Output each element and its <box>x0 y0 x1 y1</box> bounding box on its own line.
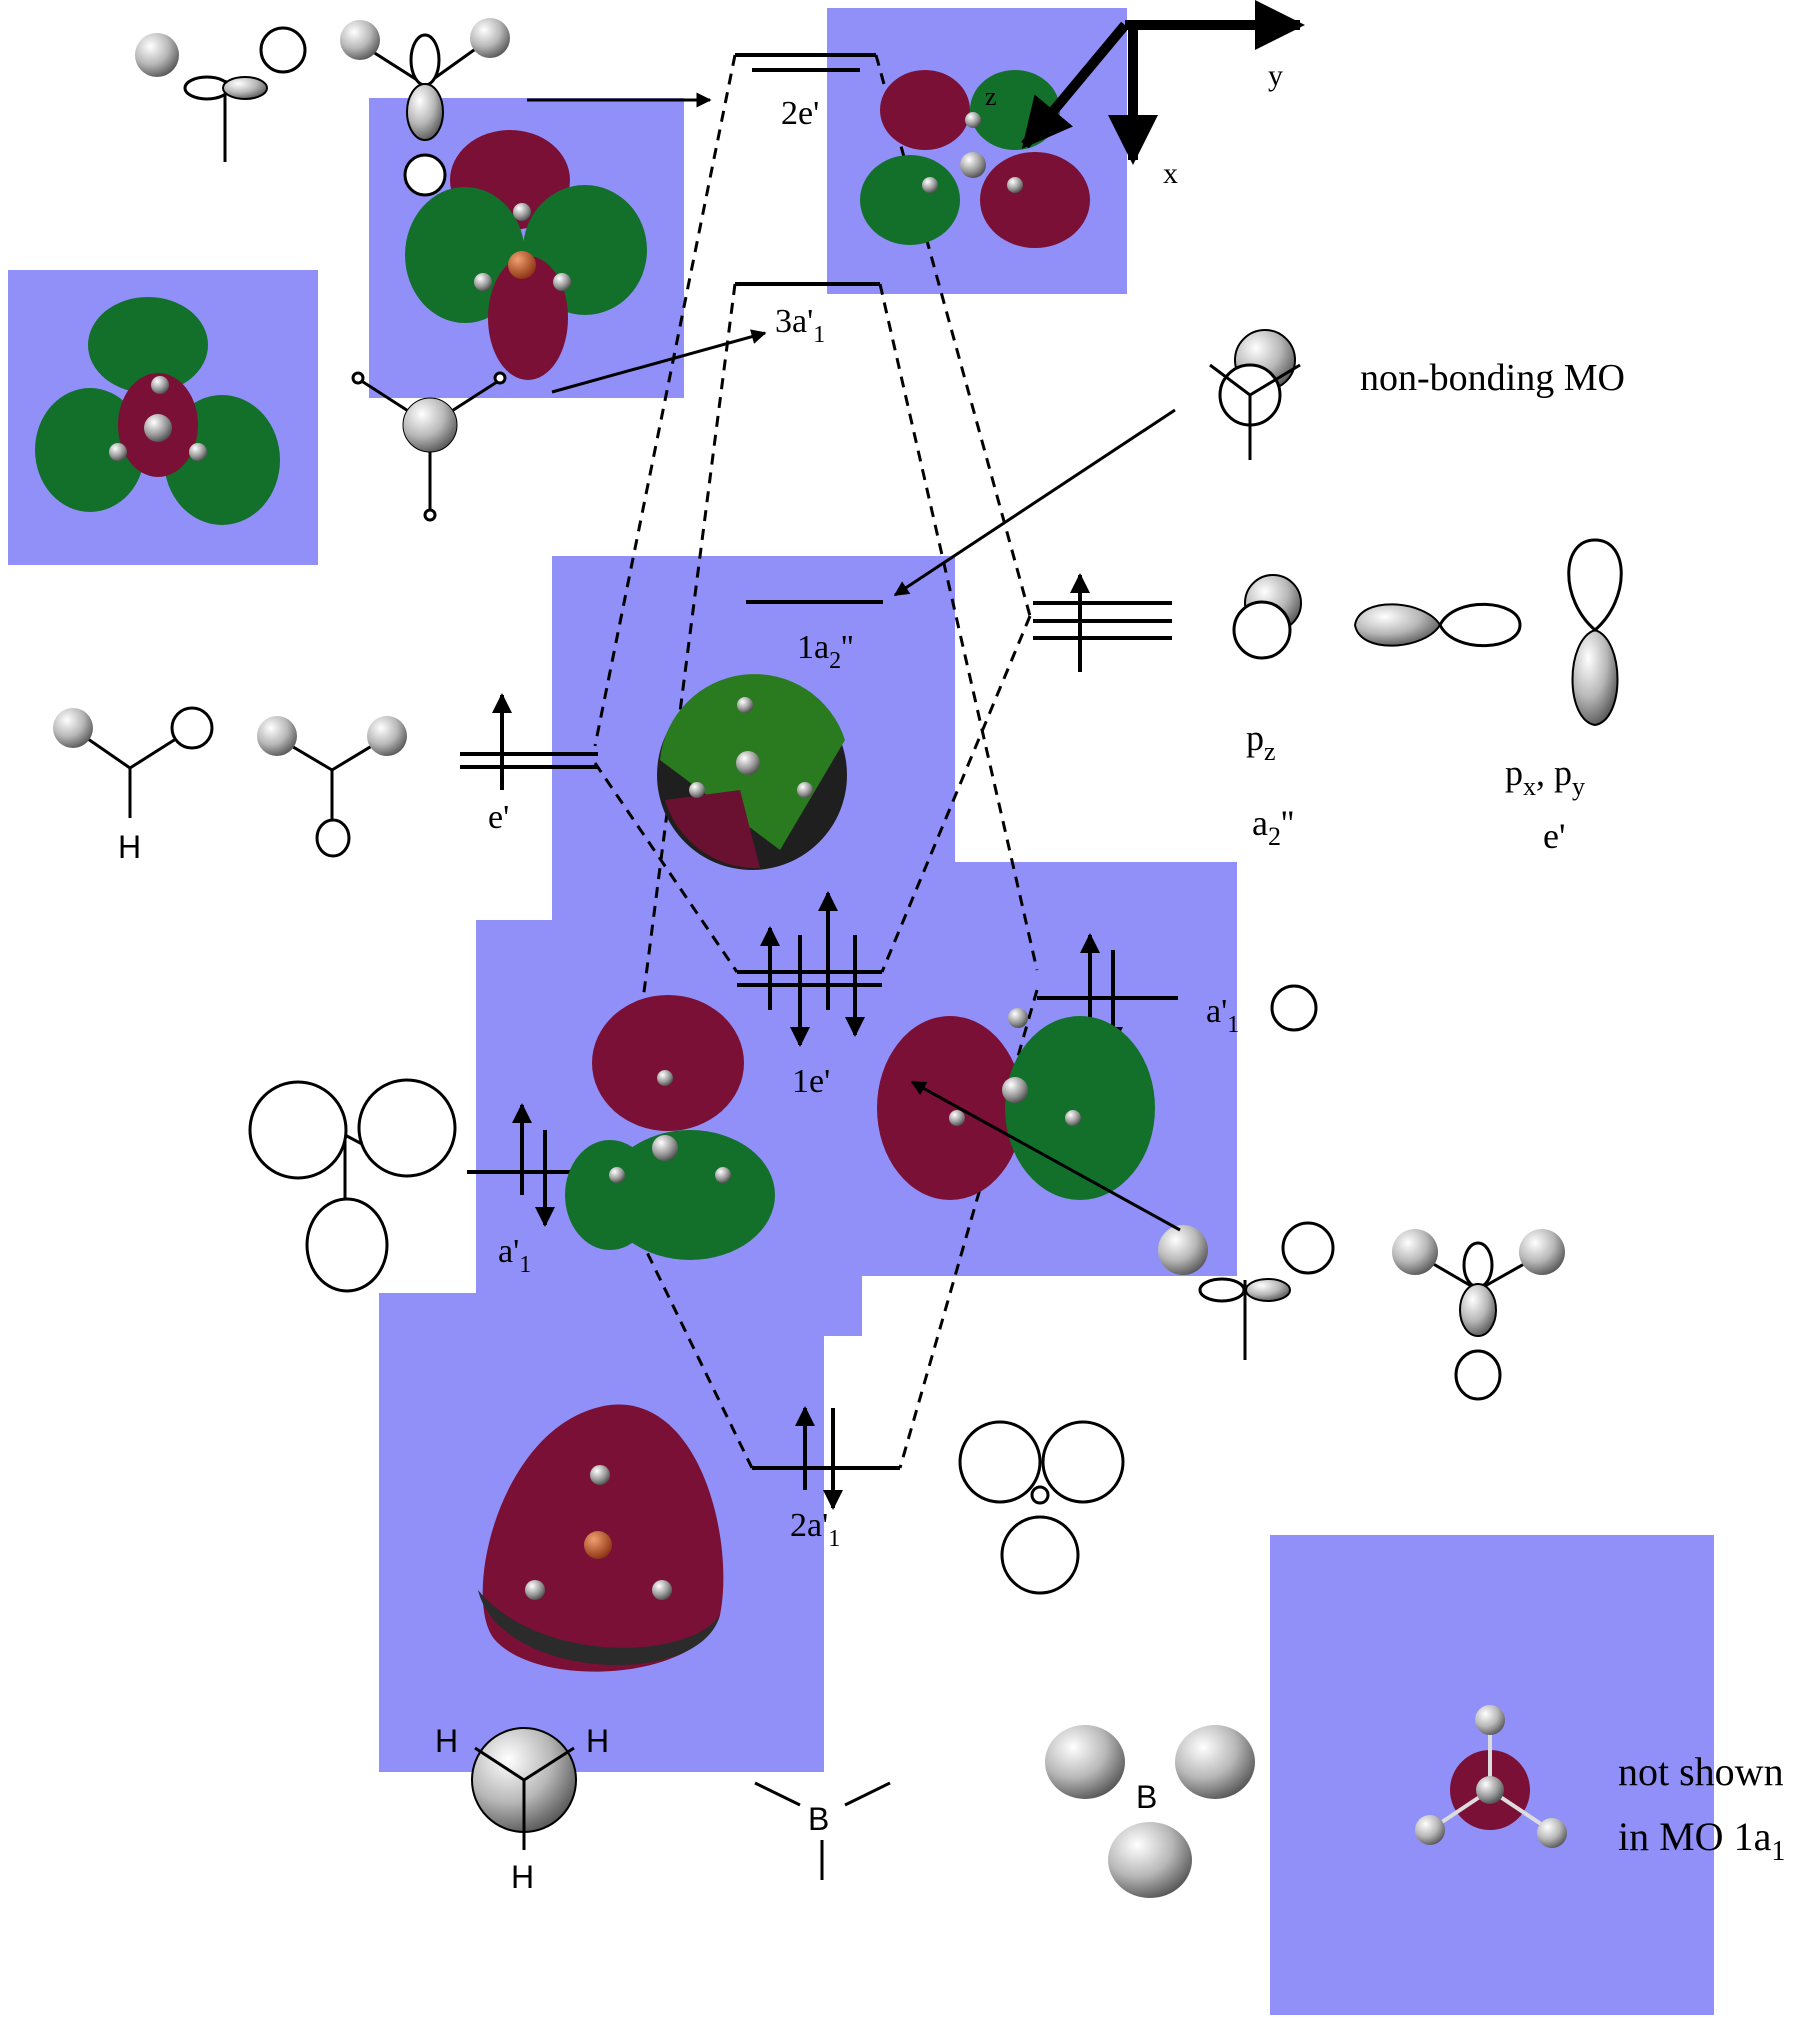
mo-surface-1e-a <box>565 995 775 1260</box>
panel-2e-b <box>827 8 1127 294</box>
label-H-c: H <box>511 1859 534 1895</box>
label-H-a: H <box>435 1723 458 1759</box>
axes-icon: y x z <box>985 0 1305 190</box>
label-nonbonding: non-bonding MO <box>1360 357 1625 399</box>
level-3a1: 3a'1 <box>735 282 880 348</box>
sketch-3a1-combo <box>351 371 507 522</box>
label-2e: 2e' <box>781 95 819 132</box>
level-right-a1: a'1 <box>1037 933 1318 1047</box>
sketch-2e-combo-2 <box>340 18 510 197</box>
sketch-B: B <box>754 1781 891 1880</box>
level-2a1: 2a'1 <box>752 1406 900 1552</box>
mo-surface-2e-a <box>405 130 647 380</box>
sketch-a1-fragment <box>248 1078 457 1293</box>
mo-surface-2a1 <box>478 1404 724 1672</box>
label-2a1: 2a'1 <box>790 1507 840 1552</box>
label-right-a1: a'1 <box>1206 993 1239 1038</box>
axis-x-label: x <box>1163 157 1178 190</box>
arrow-3a1 <box>551 329 767 394</box>
level-1a2: 1a2'' <box>746 600 883 674</box>
sketch-py: px, py e' <box>1505 538 1623 856</box>
sketch-H3-sphere: H H H <box>435 1723 609 1895</box>
label-H-b: H <box>586 1723 609 1759</box>
note-1a1: not shown in MO 1a1 <box>1618 1749 1785 1867</box>
sketch-pz: pz a2'' <box>1232 574 1302 851</box>
sketch-2a1-combo <box>958 1420 1125 1595</box>
label-pxpy: px, py <box>1505 753 1585 801</box>
mo-surface-1a1 <box>1415 1705 1567 1848</box>
note-line2: in MO 1a1 <box>1618 1814 1785 1867</box>
left-orbital-sketches: H <box>53 18 767 1293</box>
mo-surface-2e-b <box>860 70 1090 248</box>
correlation-lines <box>593 54 1039 1469</box>
level-left-e: e' <box>460 693 598 836</box>
label-B-b: B <box>1136 1779 1157 1815</box>
energy-levels: 2e' 3a'1 1a2'' 1e' 2a'1 <box>460 53 1318 1552</box>
axis-z-label: z <box>985 82 997 111</box>
label-B-a: B <box>808 1801 829 1837</box>
label-3a1: 3a'1 <box>775 303 825 348</box>
label-left-e: e' <box>488 799 509 836</box>
level-2e: 2e' <box>735 53 876 132</box>
label-e-prime: e' <box>1543 816 1565 856</box>
sketch-e-fragment-1: H <box>53 706 214 865</box>
mo-surface-1a2 <box>657 674 847 870</box>
sketch-px <box>1353 602 1522 648</box>
sketch-nonbonding: non-bonding MO <box>1209 329 1625 460</box>
mo-panels <box>8 8 1714 2015</box>
sketch-1e-combo-2 <box>1392 1229 1565 1401</box>
sketch-B-spheres: B <box>1045 1725 1255 1898</box>
level-left-a1: a'1 <box>467 1103 606 1278</box>
level-1e: 1e' <box>737 891 882 1100</box>
label-pz: pz <box>1246 718 1276 766</box>
label-1e: 1e' <box>792 1063 830 1100</box>
sketch-1e-combo-1 <box>1158 1221 1335 1360</box>
mo-surface-3a1 <box>35 297 280 525</box>
level-right-p <box>1033 573 1172 672</box>
bottom-sketches: H H H B B not shown in MO 1a1 <box>435 1723 1785 1898</box>
note-line1: not shown <box>1618 1749 1784 1794</box>
arrow-nonbonding <box>893 408 1176 597</box>
sketch-2e-combo-1 <box>135 26 307 162</box>
label-left-a1: a'1 <box>498 1233 531 1278</box>
label-H-efrag: H <box>118 829 141 865</box>
arrow-1e <box>910 1080 1181 1232</box>
electrons-1e <box>760 891 865 1047</box>
axis-y-label: y <box>1268 59 1283 92</box>
right-orbital-sketches: y x z non-bonding MO pz a2'' p <box>893 0 1625 1595</box>
label-a2: a2'' <box>1252 803 1294 851</box>
label-1a2: 1a2'' <box>797 629 853 674</box>
s-orbital-icon <box>1270 984 1318 1032</box>
sketch-e-fragment-2 <box>257 716 407 858</box>
